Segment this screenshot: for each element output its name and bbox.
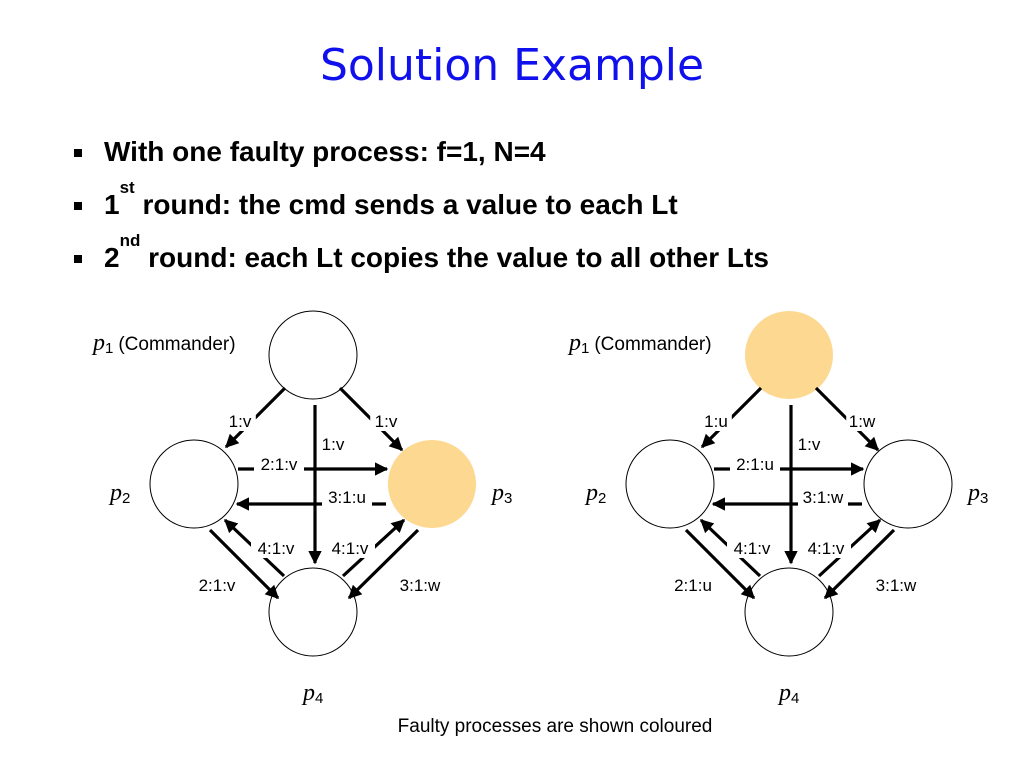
edge-label-p1-p3: 1:v	[375, 412, 398, 431]
node-label-letter: p	[108, 480, 122, 506]
edge-label-bg	[730, 455, 780, 474]
edge-label-bg	[700, 412, 732, 431]
edge-label-p1-p3: 1:w	[849, 412, 876, 431]
node-label-letter: p	[567, 330, 581, 356]
node-label-letter: p	[91, 330, 105, 356]
node-label-subscript: 4	[315, 690, 323, 707]
bullet-text-rest: round: each Lt copies the value to all o…	[140, 242, 769, 273]
edge-label-p3-p2: 3:1:u	[328, 488, 366, 507]
edge-label-p1-p2: 1:u	[704, 412, 728, 431]
edge-label-p1-p4: 1:v	[322, 435, 345, 454]
edge-p2-p4-arrow	[684, 528, 756, 600]
bullet-superscript: nd	[119, 231, 141, 250]
node-label-subscript: 1	[105, 340, 113, 357]
node-label-p3: p3	[490, 480, 512, 507]
bullet-list: With one faulty process: f=1, N=4 1st ro…	[70, 138, 769, 297]
node-label-p1: p1 (Commander)	[91, 330, 236, 357]
node-label-p1: p1 (Commander)	[567, 330, 712, 357]
node-label-letter: p	[301, 680, 315, 706]
page-title: Solution Example	[319, 40, 705, 91]
edge-label-bg	[322, 488, 372, 507]
edge-p2-p4-arrow	[208, 528, 280, 600]
edge-label-p2-p3: 2:1:u	[736, 455, 774, 474]
bullet-text-rest: round: the cmd sends a value to each Lt	[134, 189, 678, 220]
node-p4	[744, 567, 834, 657]
edge-label-p2-p3: 2:1:v	[261, 455, 298, 474]
edge-label-p3-p4: 3:1:w	[876, 576, 917, 595]
edge-label-p3-p4: 3:1:w	[400, 576, 441, 595]
edge-label-bg	[251, 539, 301, 558]
node-label-letter: p	[966, 480, 980, 506]
bullet-text: 2	[104, 242, 120, 273]
diagram-2: 1:u 1:w 1:v 2:1:u 3:1:w 4:1:v 4:1:v 2:1:u 3:1:w p…	[567, 311, 988, 707]
edge-label-p1-p2: 1:v	[229, 412, 252, 431]
edge-label-bg	[370, 412, 402, 431]
edge-label-bg	[871, 576, 921, 595]
edge-label-bg	[395, 576, 445, 595]
diagram-1: 1:v 1:v 1:v 2:1:v 3:1:u 4:1:v 4:1:v 2:1:v 3:1:w p…	[91, 310, 512, 707]
node-p3-faulty	[388, 440, 476, 528]
edge-label-bg	[254, 455, 304, 474]
edge-label-p4-p3: 4:1:v	[332, 539, 369, 558]
bullet-item: 1st round: the cmd sends a value to each…	[70, 179, 769, 220]
bullet-square-icon	[74, 202, 82, 210]
node-label-subscript: 2	[598, 490, 606, 507]
node-label-p2: p2	[108, 480, 130, 507]
edge-label-bg	[793, 435, 825, 454]
edge-label-p1-p4: 1:v	[798, 435, 821, 454]
edge-label-bg	[224, 412, 256, 431]
commander-note: (Commander)	[118, 334, 235, 355]
caption: Faulty processes are shown coloured	[397, 716, 713, 737]
edge-label-bg	[798, 488, 848, 507]
edge-label-p4-p2: 4:1:v	[258, 539, 295, 558]
edge-label-p2-p4: 2:1:u	[674, 576, 712, 595]
edge-label-bg	[727, 539, 777, 558]
bullet-square-icon	[74, 255, 82, 263]
node-label-p2: p2	[584, 480, 606, 507]
edge-label-p2-p4: 2:1:v	[199, 576, 236, 595]
bullet-item: 2nd round: each Lt copies the value to a…	[70, 232, 769, 273]
edge-label-p4-p3: 4:1:v	[808, 539, 845, 558]
bullet-superscript: st	[119, 178, 135, 197]
bullet-text: With one faulty process: f=1, N=4	[104, 136, 546, 167]
edge-label-p4-p2: 4:1:v	[734, 539, 771, 558]
node-p1	[268, 310, 358, 400]
edge-label-bg	[317, 435, 349, 454]
bullet-square-icon	[74, 149, 82, 157]
edge-p3-p4-arrow	[347, 528, 420, 600]
node-p2	[625, 439, 715, 529]
node-label-subscript: 2	[122, 490, 130, 507]
edge-label-bg	[668, 576, 718, 595]
commander-note: (Commander)	[594, 334, 711, 355]
node-label-p3: p3	[966, 480, 988, 507]
node-p4	[268, 567, 358, 657]
edge-label-bg	[325, 539, 375, 558]
node-p1-faulty	[745, 311, 833, 399]
node-label-letter: p	[777, 680, 791, 706]
node-p3	[863, 439, 953, 529]
bullet-item: With one faulty process: f=1, N=4	[70, 138, 769, 166]
node-label-letter: p	[490, 480, 504, 506]
edge-label-bg	[846, 412, 878, 431]
node-label-p4: p4	[301, 680, 323, 707]
node-label-subscript: 3	[980, 490, 988, 507]
node-label-subscript: 3	[504, 490, 512, 507]
node-p2	[149, 439, 239, 529]
node-label-subscript: 1	[581, 340, 589, 357]
node-label-subscript: 4	[791, 690, 799, 707]
node-label-p4: p4	[777, 680, 799, 707]
edge-p3-p4-arrow	[823, 528, 896, 600]
edge-label-bg	[801, 539, 851, 558]
bullet-text: 1	[104, 189, 120, 220]
edge-label-p3-p2: 3:1:w	[803, 488, 844, 507]
node-label-letter: p	[584, 480, 598, 506]
edge-label-bg	[192, 576, 242, 595]
